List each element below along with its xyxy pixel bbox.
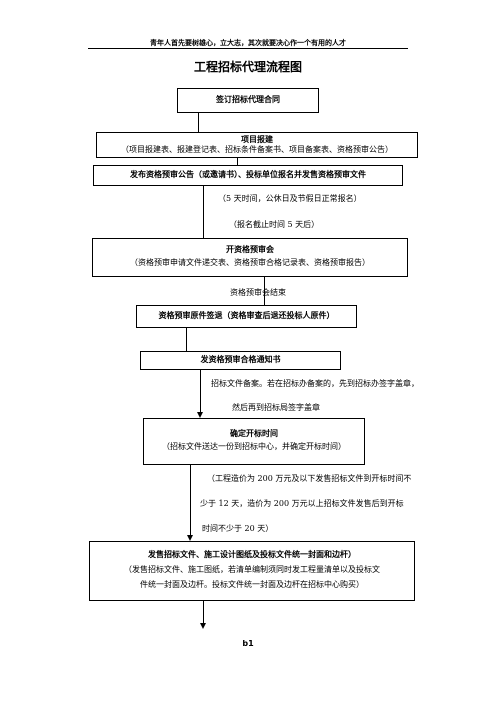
arrow-down-icon [187,535,193,541]
step-sale-title: 发售招标文件、施工设计图纸及投标文件统一封面和边杆） [148,549,356,559]
note-filing-line-1: 招标文件备案。若在招标办备案的，先到招标办签字盖章， [211,379,419,388]
step-bid-time-detail: （招标文件送达一份到招标中心，并确定开标时间） [162,442,346,452]
connector-line [186,328,187,351]
note-prequal-end: 资格预审会结束 [230,288,286,297]
step-project-report: 项目报建 （项目报建表、报建登记表、招标条件备案书、项目备案表、资格预审公告） [96,132,418,158]
header-rule [88,48,408,49]
arrow-down-icon [200,623,206,629]
note-registration-period: （5 天时间，公休日及节假日正常报名） [218,194,362,203]
step-pass-notice-title: 发资格预审合格通知书 [200,355,281,365]
connector-line [203,186,204,238]
step-project-report-title: 项目报建 [241,134,273,144]
page-title: 工程招标代理流程图 [193,60,302,74]
note-filing-line-2: 然后再到招标局签字盖章 [232,403,320,412]
page-number: b1 [242,639,254,648]
step-original-return: 资格预审原件签退（资格审查后退还投标人原件） [136,305,357,328]
connector-line [190,465,191,535]
connector-line [200,370,201,412]
step-project-report-detail: （项目报建表、报建登记表、招标条件备案书、项目备案表、资格预审公告） [121,145,393,154]
note-registration-deadline: （报名截止时间 5 天后） [229,220,320,229]
step-bid-time: 确定开标时间 （招标文件送达一份到招标中心，并确定开标时间） [143,418,365,465]
step-sign-contract-title: 签订招标代理合同 [216,95,280,105]
step-sale-detail-line-2: 件统一封面及边杆。投标文件统一封面及边杆在招标中心购买） [140,580,364,590]
step-prequal-meeting: 开资格预审会 （资格预审申请文件递交表、资格预审合格记录表、资格预审报告） [92,238,408,277]
step-bid-time-title: 确定开标时间 [230,428,278,438]
step-prequal-notice: 发布资格预审公告（或邀请书）、投标单位报名并发售资格预审文件 [93,165,403,186]
header-motto: 青年人首先要树雄心，立大志，其次就要决心作一个有用的人才 [150,39,346,47]
step-sale: 发售招标文件、施工设计图纸及投标文件统一封面和边杆） （发售招标文件、施工图纸，… [89,541,415,601]
step-original-return-title: 资格预审原件签退（资格审查后退还投标人原件） [158,311,335,321]
connector-line [264,277,265,305]
connector-line [198,113,199,132]
connector-line [237,158,238,165]
arrow-down-icon [197,412,203,418]
step-sign-contract: 签订招标代理合同 [177,88,319,113]
note-period-line-2: 少于 12 天，造价为 200 万元以上招标文件发售后到开标 [200,499,404,508]
step-sale-detail-line-1: （发售招标文件、施工图纸，若清单编制须同时发工程量清单以及投标文 [124,565,380,574]
step-prequal-meeting-detail: （资格预审申请文件递交表、资格预审合格记录表、资格预审报告） [130,258,370,268]
connector-line [203,601,204,623]
step-pass-notice: 发资格预审合格通知书 [140,351,341,370]
step-prequal-meeting-title: 开资格预审会 [226,244,274,254]
step-prequal-notice-title: 发布资格预审公告（或邀请书）、投标单位报名并发售资格预审文件 [130,170,366,180]
note-period-line-3: 时间不少于 20 天） [202,524,274,533]
note-period-line-1: （工程造价为 200 万元及以下发售招标文件到开标时间不 [207,474,412,483]
